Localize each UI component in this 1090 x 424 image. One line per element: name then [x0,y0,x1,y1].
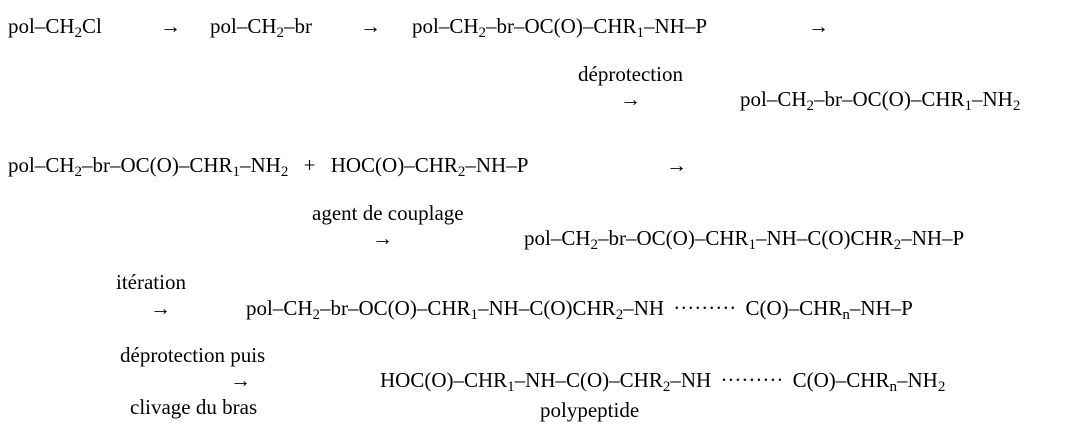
subscript: 2 [478,25,487,41]
subscript: 2 [74,164,83,180]
formula-part: pol–CH [246,296,313,320]
formula-part: HOC(O)–CHR [380,368,508,392]
formula-part: pol–CH [8,14,75,38]
subscript: 2 [276,25,285,41]
reactant-chloromethyl-polymer: pol–CH2Cl [8,14,102,41]
dipeptide-polymer: pol–CH2–br–OC(O)–CHR1–NH–C(O)CHR2–NH–P [524,226,965,253]
subscript: 2 [893,237,902,253]
subscript: 2 [615,307,624,323]
subscript: 2 [1012,98,1021,114]
formula-part: –br [284,14,313,38]
subscript: 2 [280,164,289,180]
step-label-iteration: itération [116,270,186,294]
subscript: 2 [590,237,599,253]
formula-part: pol–CH [412,14,479,38]
subscript: 2 [662,379,671,395]
reaction-arrow: → [808,14,829,38]
formula-part: –br–OC(O)–CHR [814,87,965,111]
protected-aminoacid-polymer: pol–CH2–br–OC(O)–CHR1–NH–P [412,14,708,41]
reaction-arrow: → [620,87,641,111]
formula-part: HOC(O)–CHR [330,153,458,177]
reaction-arrow: → [150,296,171,320]
formula-part: –NH [972,87,1013,111]
reaction-arrow: → [666,153,687,177]
formula-part: pol–CH [740,87,807,111]
formula-part: –NH [670,368,712,392]
intermediate-arm-polymer: pol–CH2–br [210,14,313,41]
repeat-dots: ········· [673,296,737,320]
subscript: n [889,379,897,395]
subscript: 1 [470,307,479,323]
coupling-reactants: pol–CH2–br–OC(O)–CHR1–NH2 + HOC(O)–CHR2–… [8,153,529,180]
reaction-arrow: → [360,14,381,38]
step-label-deprotection-then: déprotection puis [120,343,266,367]
deprotected-aminoacid-polymer: pol–CH2–br–OC(O)–CHR1–NH2 [740,87,1020,114]
step-label-deprotection: déprotection [578,62,683,86]
formula-part: pol–CH [8,153,75,177]
formula-part: –br–OC(O)–CHR [82,153,233,177]
reaction-arrow: → [160,14,181,38]
formula-part: –br–OC(O)–CHR [598,226,749,250]
step-label-coupling-agent: agent de couplage [312,201,464,225]
subscript: 1 [507,379,515,395]
plus-sign: + [303,153,316,177]
repeat-dots: ········· [720,368,784,392]
formula-part: –br–OC(O)–CHR [486,14,637,38]
polypeptide-caption: polypeptide [540,398,640,422]
formula-part: –NH–P [644,14,708,38]
formula-part: –NH–P [465,153,529,177]
subscript: 2 [457,164,466,180]
subscript: 1 [636,25,645,41]
formula-part: –NH–P [901,226,965,250]
formula-part: –NH–C(O)–CHR [514,368,663,392]
subscript: 2 [806,98,815,114]
formula-part: pol–CH [210,14,277,38]
subscript: 2 [937,379,946,395]
formula-part: –NH–P [849,296,913,320]
subscript: 2 [74,25,83,41]
subscript: 1 [748,237,757,253]
polypeptide-polymer: pol–CH2–br–OC(O)–CHR1–NH–C(O)CHR2–NH ···… [246,296,913,323]
subscript: 1 [232,164,241,180]
formula-part: C(O)–CHR [745,296,843,320]
formula-part: C(O)–CHR [792,368,890,392]
formula-part: pol–CH [524,226,591,250]
formula-part: –NH–C(O)CHR [756,226,894,250]
formula-part: –NH [623,296,665,320]
subscript: 1 [964,98,973,114]
formula-part: –NH–C(O)CHR [478,296,616,320]
reaction-arrow: → [230,368,251,392]
formula-part: –NH [240,153,281,177]
free-polypeptide: HOC(O)–CHR1–NH–C(O)–CHR2–NH ········· C(… [380,368,945,395]
formula-part: –br–OC(O)–CHR [320,296,471,320]
step-label-arm-cleavage: clivage du bras [130,395,258,419]
subscript: 2 [312,307,321,323]
formula-part: –NH [896,368,938,392]
formula-part: Cl [82,14,102,38]
subscript: n [842,307,850,323]
reaction-arrow: → [372,226,393,250]
